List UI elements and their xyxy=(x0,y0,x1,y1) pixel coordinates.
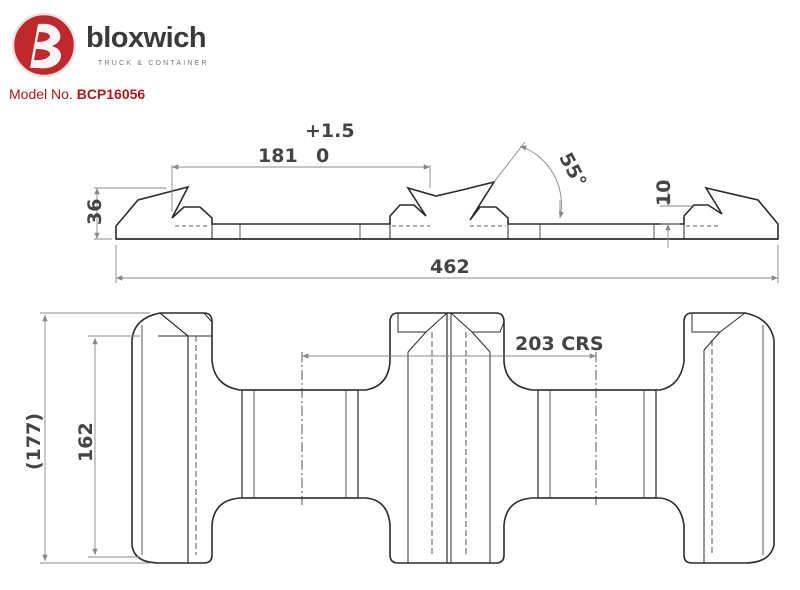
side-profile-outline xyxy=(115,180,779,240)
dim-length: 462 xyxy=(430,256,470,278)
dim-tolerance-plus: +1.5 xyxy=(305,120,355,142)
dim-angle: 55° xyxy=(554,149,590,191)
bloxwich-logo-icon xyxy=(11,12,77,78)
brand-logo: bloxwich TRUCK & CONTAINER xyxy=(8,8,238,83)
brand-tagline: TRUCK & CONTAINER xyxy=(98,60,209,67)
side-view xyxy=(115,180,779,240)
brand-name: bloxwich xyxy=(86,22,207,54)
dim-tolerance-zero: 0 xyxy=(316,145,329,167)
plan-view-dimensions xyxy=(40,312,596,564)
dim-step: 10 xyxy=(653,180,675,206)
dim-overall-width: (177) xyxy=(23,413,45,470)
dim-centres: 203 CRS xyxy=(515,333,604,355)
plan-view xyxy=(131,312,775,564)
dim-height: 36 xyxy=(84,199,106,225)
model-number: BCP16056 xyxy=(76,86,146,102)
dim-opening: 181 xyxy=(258,145,298,167)
model-number-line: Model No. BCP16056 xyxy=(9,86,145,102)
dim-inner-width: 162 xyxy=(75,422,97,462)
model-label: Model No. xyxy=(9,86,73,102)
plan-profile-outline xyxy=(131,312,775,564)
side-view-dimensions xyxy=(94,141,779,283)
